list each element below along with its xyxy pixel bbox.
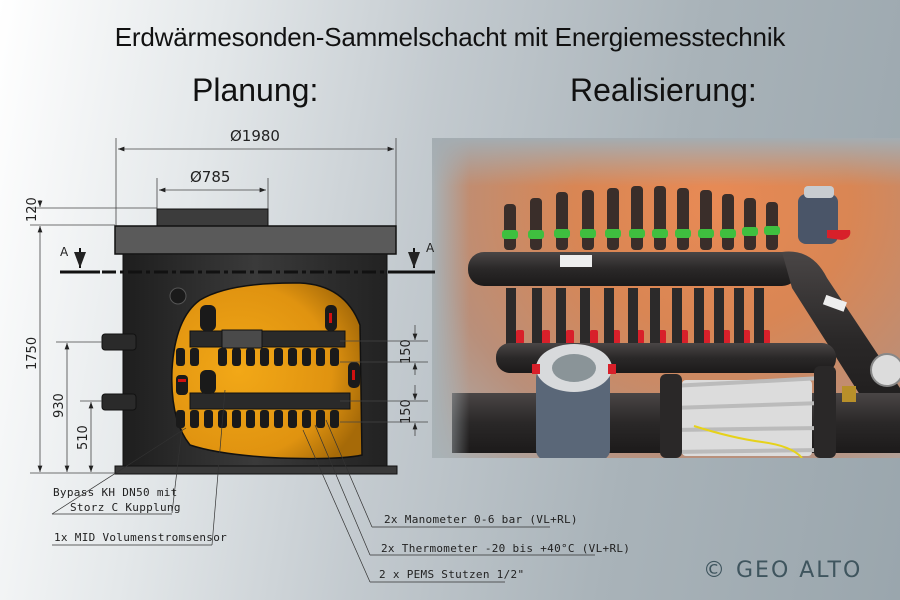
shaft-lid: [114, 225, 397, 255]
spacing-dimensions: [340, 325, 428, 436]
callout-thermometer: 2x Thermometer -20 bis +40°C (VL+RL): [381, 542, 631, 555]
outer-diameter-label: Ø1980: [230, 127, 280, 145]
planning-heading: Planung:: [192, 72, 319, 108]
total-height-label: 1750: [25, 337, 40, 370]
manifold-photo-illustration: [432, 138, 900, 458]
callout-leaders: [51, 389, 595, 583]
vertical-dimensions: [30, 200, 157, 474]
callout-bypass-line1: Bypass KH DN50 mit: [53, 486, 178, 499]
shaft-base: [114, 465, 398, 475]
section-line-a: [60, 248, 435, 274]
upper-manifold-drawing: [176, 305, 346, 366]
section-marker-right: A: [426, 241, 435, 255]
callout-mid-sensor: 1x MID Volumenstromsensor: [54, 531, 228, 544]
callout-bypass-line2: Storz C Kupplung: [70, 501, 181, 514]
upper-spacing-label: 150: [399, 339, 414, 364]
vent-port: [169, 287, 187, 305]
upper-pipe-height-label: 930: [52, 393, 67, 418]
copyright-logo: © GEO ALTO: [703, 558, 863, 583]
dim-inner-diameter: [156, 178, 269, 212]
lid-height-label: 120: [25, 197, 40, 222]
dim-outer-diameter: [115, 138, 397, 226]
inner-diameter-label: Ø785: [190, 168, 230, 186]
lower-inlet-pipe: [101, 393, 137, 411]
manhole-neck: [156, 208, 269, 227]
main-title: Erdwärmesonden-Sammelschacht mit Energie…: [114, 22, 786, 52]
callout-pems: 2 x PEMS Stutzen 1/2": [379, 568, 525, 581]
lower-spacing-label: 150: [399, 399, 414, 424]
callout-manometer: 2x Manometer 0-6 bar (VL+RL): [384, 513, 578, 526]
realisation-heading: Realisierung:: [570, 72, 757, 108]
realisation-photo: [432, 138, 900, 458]
section-marker-left: A: [60, 245, 69, 259]
lower-manifold-drawing: [176, 362, 360, 428]
upper-inlet-pipe: [101, 333, 137, 351]
lower-pipe-height-label: 510: [76, 425, 91, 450]
